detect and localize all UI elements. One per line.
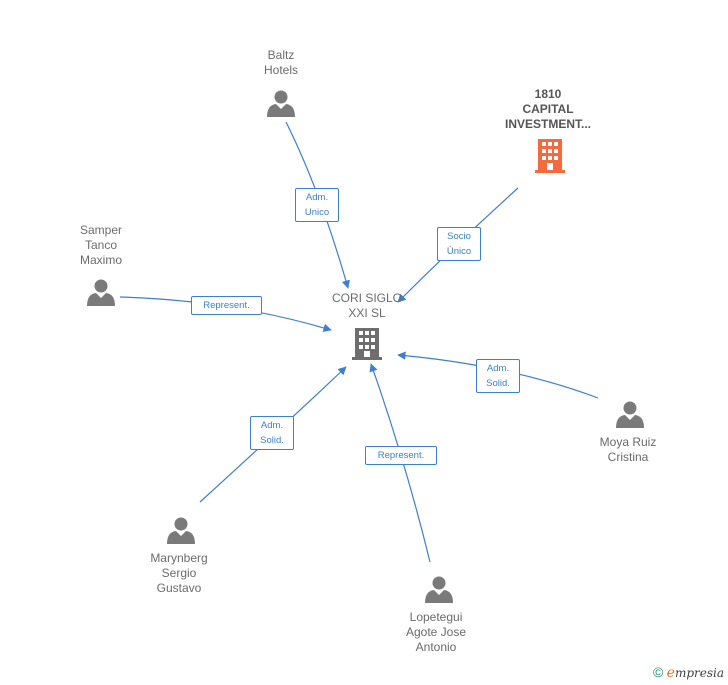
node-label-lopetegui[interactable]: Lopetegui Agote Jose Antonio [405,610,467,654]
brand-initial: e [666,665,675,681]
person-icon [425,576,453,603]
node-label-samper[interactable]: Samper Tanco Maximo [79,223,123,267]
node-label-marynberg[interactable]: Marynberg Sergio Gustavo [150,551,208,595]
node-label-capital[interactable]: 1810 CAPITAL INVESTMENT... [504,87,591,131]
edge-label-samper: Represent. [191,296,262,315]
node-label-center[interactable]: CORI SIGLO XXI SL [331,291,402,320]
edge-label-capital: Socio Único [437,227,481,261]
building-icon-highlight [535,139,565,173]
building-icon-center [352,328,382,360]
edge-label-moya: Adm. Solid. [476,359,520,393]
person-icon [87,279,115,306]
edge-label-lopetegui: Represent. [365,446,437,465]
person-icon [616,401,644,428]
edge-label-marynberg: Adm. Solid. [250,416,294,450]
node-label-moya[interactable]: Moya Ruiz Cristina [599,435,657,464]
person-icon [267,90,295,117]
node-label-baltz[interactable]: Baltz Hotels [263,48,298,77]
person-icon [167,517,195,544]
brand-name: mpresia [674,666,724,680]
edge-label-baltz: Adm. Unico [295,188,339,222]
copyright-icon: © [652,664,664,680]
empresia-logo[interactable]: © empresia [653,664,724,681]
